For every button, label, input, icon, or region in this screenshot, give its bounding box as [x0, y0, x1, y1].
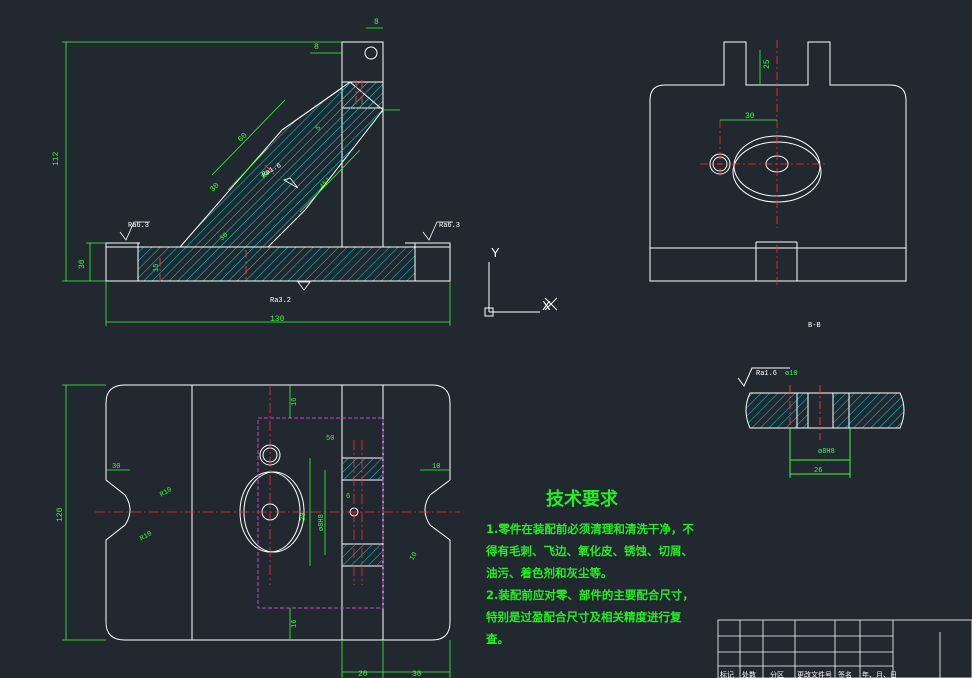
upright-post [341, 41, 384, 248]
base-plate-right [414, 242, 451, 282]
detail-dim-26: 26 [814, 467, 822, 475]
detail-roughness: Ra1.6 [756, 370, 777, 378]
dim-top-offset: 8 [374, 18, 379, 27]
detail-dim-phi10: ø10 [785, 370, 798, 378]
tb-header-change-doc: 更改文件号 [797, 670, 832, 678]
dim-30b: 30 [218, 231, 230, 243]
dim-radius: R8 [260, 169, 272, 181]
top-dim-phi8: ø8H8 [318, 514, 326, 531]
roughness-left: Ra6.3 [128, 222, 149, 230]
ucs-y-label: Y [491, 245, 500, 260]
ucs-x-label: X [542, 298, 551, 313]
front-dimensions [62, 27, 451, 326]
side-dim-25: 25 [763, 59, 772, 69]
detail-section [737, 367, 905, 478]
tb-header-count: 处数 [742, 670, 756, 678]
base-plate-left [105, 242, 139, 282]
top-hidden-outline [257, 417, 384, 609]
dim-base-length: 130 [270, 315, 285, 324]
dim-arm-length: 60 [236, 131, 249, 144]
technical-requirements: 技术要求 1.零件在装配前必须清理和清洗干净，不 得有毛刺、飞边、氧化皮、锈蚀、… [485, 488, 694, 646]
center-line [264, 164, 276, 176]
top-dim-10: 10 [432, 463, 440, 471]
dim-base-thickness: 30 [78, 259, 87, 269]
side-body-outline [649, 41, 907, 282]
roughness-bottom: Ra3.2 [270, 297, 291, 305]
dim-small: 5 [314, 124, 323, 133]
top-body-outline [105, 384, 451, 641]
base-section-hatched [137, 246, 416, 282]
tb-header-date: 年、月、日 [862, 670, 897, 678]
top-dim-width: 120 [56, 507, 65, 522]
dim-height: 112 [52, 151, 61, 166]
tech-req-title: 技术要求 [546, 488, 619, 510]
pin-hole [364, 46, 378, 60]
dim-hole-offset: 8 [314, 43, 319, 52]
top-dim-r10b: R10 [139, 530, 154, 543]
title-block [717, 619, 972, 678]
top-dim-30: 30 [112, 463, 120, 471]
detail-dim-phi8: ø8H8 [818, 448, 835, 456]
top-dim-6: 6 [346, 493, 350, 501]
tb-header-zone: 分区 [770, 670, 784, 678]
top-dim-30c: 30 [300, 513, 308, 521]
roughness-right: Ra6.3 [439, 222, 460, 230]
tech-req-line-2: 得有毛刺、飞边、氧化皮、锈蚀、切屑、 [485, 544, 693, 558]
top-dim-16a: 16 [291, 398, 299, 406]
tech-req-line-5: 特别是过盈配合尺寸及相关精度进行复 [486, 610, 682, 624]
tb-header-mark: 标记 [720, 670, 734, 678]
dim-15: 15 [153, 264, 161, 272]
side-dim-30: 30 [745, 112, 755, 121]
ucs-icon[interactable] [484, 262, 558, 317]
top-dim-r10c: 10 [408, 551, 419, 562]
tb-header-sign: 签名 [838, 670, 852, 678]
top-dim-30b: 30 [412, 670, 422, 678]
top-dim-50: 50 [326, 435, 334, 443]
top-view [105, 384, 451, 641]
tech-req-line-4: 2.装配前应对零、部件的主要配合尺寸， [486, 588, 694, 602]
top-dim-16b: 16 [291, 620, 299, 628]
front-view: 112 30 130 8 8 60 30 R8 5 15 30 45° Ra6.… [52, 18, 460, 326]
top-dim-r10a: R10 [159, 486, 174, 499]
tech-req-line-6: 查。 [485, 632, 509, 646]
dim-arm-part: 30 [208, 181, 221, 194]
side-view [649, 41, 907, 282]
top-dimensions [62, 384, 451, 678]
top-dim-20: 20 [358, 670, 368, 678]
tech-req-line-3: 油污、着色剂和灰尘等。 [486, 566, 613, 580]
tech-req-line-1: 1.零件在装配前必须清理和清洗干净，不 [486, 522, 694, 536]
inclined-arm-section [178, 81, 384, 248]
section-label-bb: B-B [808, 322, 821, 330]
